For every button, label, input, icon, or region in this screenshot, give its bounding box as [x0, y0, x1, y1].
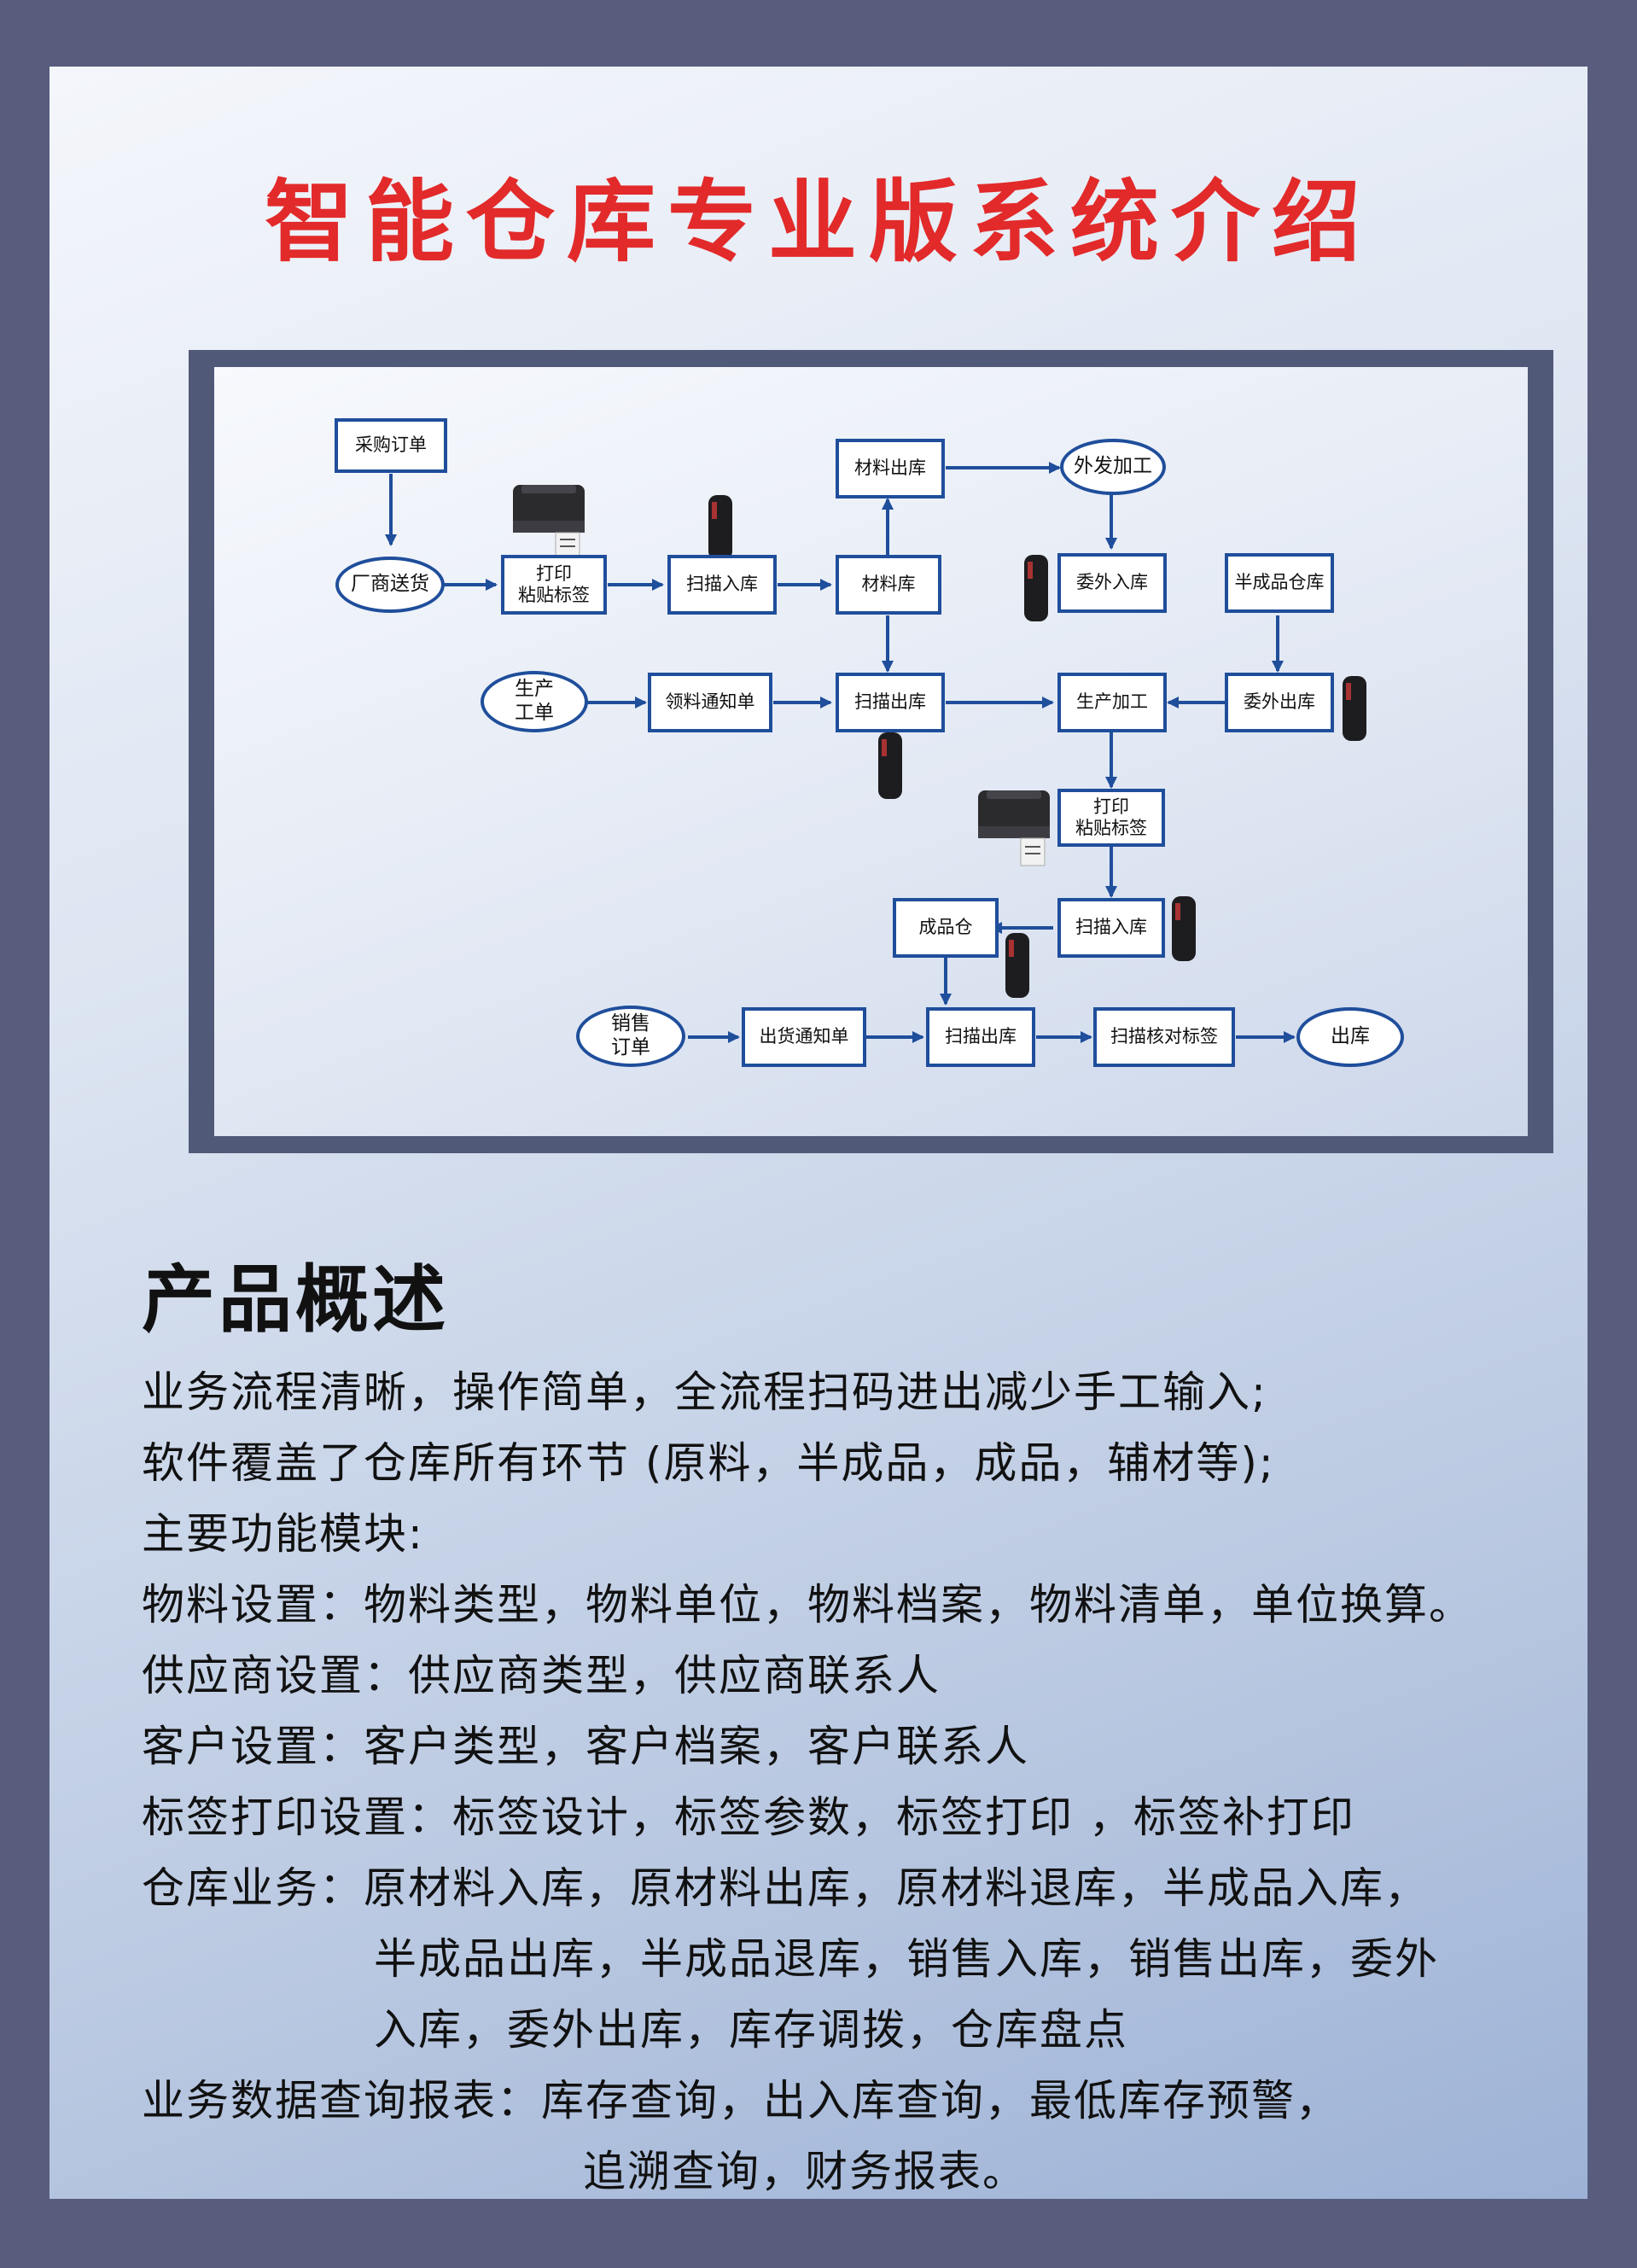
overview-heading: 产品概述: [142, 1257, 449, 1343]
overview-line: 供应商设置：供应商类型，供应商联系人: [142, 1651, 941, 1700]
overview-line: 追溯查询，财务报表。: [583, 2147, 1027, 2196]
node-material-warehouse: 材料库: [836, 555, 941, 615]
barcode-scanner-icon: [1005, 933, 1029, 998]
barcode-scanner-icon: [1172, 896, 1196, 961]
overview-line: 主要功能模块:: [142, 1509, 424, 1559]
barcode-scanner-icon: [878, 732, 902, 799]
overview-line: 标签打印设置：标签设计，标签参数，标签打印 ，标签补打印: [142, 1793, 1355, 1842]
page-title: 智能仓库专业版系统介绍: [264, 170, 1372, 274]
flowchart: 采购订单 厂商送货 打印 粘贴标签 扫描入库 材料库 材料出库 外发加工 委外入…: [214, 367, 1528, 1136]
overview-line: 入库，委外出库，库存调拨，仓库盘点: [374, 2005, 1128, 2055]
node-outsource-out: 委外出库: [1225, 673, 1334, 732]
label-printer-icon: [513, 485, 585, 557]
node-purchase-order: 采购订单: [335, 418, 447, 473]
barcode-scanner-icon: [1024, 555, 1048, 621]
node-production-order: 生产 工单: [481, 671, 588, 732]
node-ship-notice: 出货通知单: [742, 1007, 866, 1067]
node-outsource-process: 外发加工: [1060, 439, 1166, 495]
node-sales-order: 销售 订单: [576, 1006, 685, 1067]
node-print-label-1: 打印 粘贴标签: [501, 555, 607, 615]
node-pick-notice: 领料通知单: [648, 673, 772, 732]
overview-line: 物料设置：物料类型，物料单位，物料档案，物料清单，单位换算。: [142, 1580, 1473, 1630]
node-print-label-2: 打印 粘贴标签: [1057, 789, 1165, 847]
overview-line: 业务数据查询报表：库存查询，出入库查询，最低库存预警，: [142, 2076, 1340, 2125]
barcode-scanner-icon: [708, 495, 732, 560]
flow-arrows: [385, 462, 1366, 1043]
node-scan-out-2: 扫描出库: [926, 1007, 1035, 1067]
node-finished-warehouse: 成品仓: [893, 898, 999, 958]
barcode-scanner-icon: [1343, 676, 1366, 741]
node-material-out: 材料出库: [836, 439, 945, 498]
overview-line: 客户设置：客户类型，客户档案，客户联系人: [142, 1722, 1029, 1771]
overview-line: 业务流程清晰，操作简单，全流程扫码进出减少手工输入;: [142, 1367, 1267, 1417]
node-supplier-delivery: 厂商送货: [335, 557, 445, 613]
overview-line: 半成品出库，半成品退库，销售入库，销售出库，委外: [374, 1934, 1439, 1984]
node-outsource-in: 委外入库: [1057, 553, 1167, 613]
node-scan-in-2: 扫描入库: [1057, 898, 1165, 958]
poster-panel: 智能仓库专业版系统介绍: [50, 67, 1587, 2199]
node-scan-verify: 扫描核对标签: [1093, 1007, 1235, 1067]
label-printer-icon: [978, 790, 1050, 866]
node-production-process: 生产加工: [1057, 673, 1167, 732]
node-semi-warehouse: 半成品仓库: [1225, 553, 1334, 613]
node-outbound: 出库: [1296, 1007, 1404, 1067]
overview-line: 软件覆盖了仓库所有环节 (原料，半成品，成品，辅材等);: [142, 1438, 1275, 1488]
node-scan-out-1: 扫描出库: [836, 673, 945, 732]
overview-line: 仓库业务：原材料入库，原材料出库，原材料退库，半成品入库，: [142, 1863, 1429, 1913]
flowchart-frame: 采购订单 厂商送货 打印 粘贴标签 扫描入库 材料库 材料出库 外发加工 委外入…: [189, 350, 1553, 1153]
node-scan-in-1: 扫描入库: [667, 555, 777, 615]
